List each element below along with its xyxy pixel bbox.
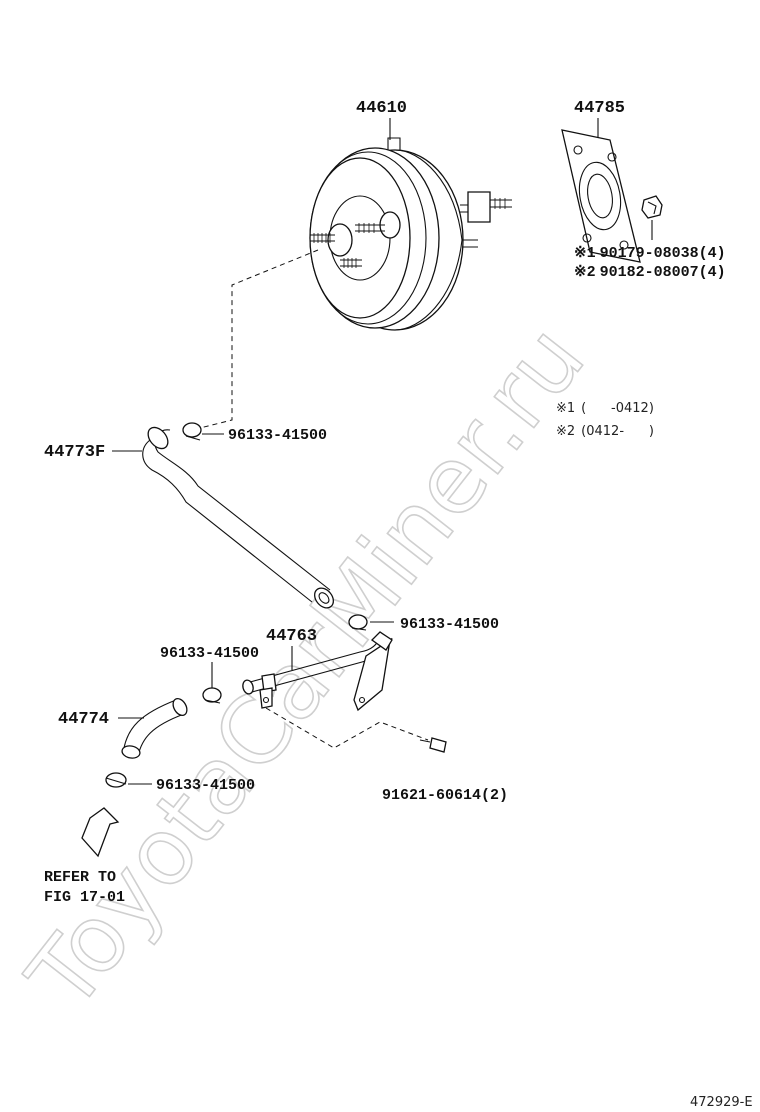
- refer-line-2[interactable]: FIG 17-01: [44, 889, 125, 906]
- hose-clamp-tube-right[interactable]: [348, 614, 368, 631]
- clamp-lower-part-number: 96133-41500: [156, 777, 255, 794]
- booster-gasket[interactable]: [561, 129, 641, 263]
- clamp-tube-right-part-number: 96133-41500: [400, 616, 499, 633]
- vacuum-hose-lower[interactable]: [121, 696, 190, 759]
- hose-upper-part-number: 44773F: [44, 443, 105, 462]
- watermark: ToyotaCarMiner.ru: [7, 306, 605, 1029]
- bolt[interactable]: [419, 737, 447, 753]
- refer-arrow-icon: [81, 807, 120, 858]
- gasket-part-number: 44785: [574, 99, 625, 118]
- figure-id: 472929-E: [690, 1095, 753, 1110]
- clamp-tube-left-part-number: 96133-41500: [160, 645, 259, 662]
- leader-dashed: [199, 249, 319, 429]
- legend-2: ※2(0412- ): [556, 424, 654, 439]
- refer-line-1[interactable]: REFER TO: [44, 869, 116, 886]
- bolt-leader-dashed: [265, 707, 429, 749]
- hose-clamp-upper[interactable]: [182, 422, 202, 441]
- hose-clamp-lower[interactable]: [105, 772, 127, 788]
- nut[interactable]: [641, 195, 663, 219]
- clamp-upper-part-number: 96133-41500: [228, 427, 327, 444]
- bolt-part-number: 91621-60614(2): [382, 787, 508, 804]
- vacuum-hose-upper[interactable]: [142, 424, 337, 612]
- vacuum-tube[interactable]: [241, 631, 393, 712]
- legend-1: ※1( -0412): [556, 401, 654, 416]
- booster-part-number: 44610: [356, 99, 407, 118]
- hose-lower-part-number: 44774: [58, 710, 109, 729]
- hose-clamp-tube-left[interactable]: [202, 687, 222, 704]
- tube-part-number: 44763: [266, 627, 317, 646]
- brake-booster[interactable]: [309, 137, 512, 331]
